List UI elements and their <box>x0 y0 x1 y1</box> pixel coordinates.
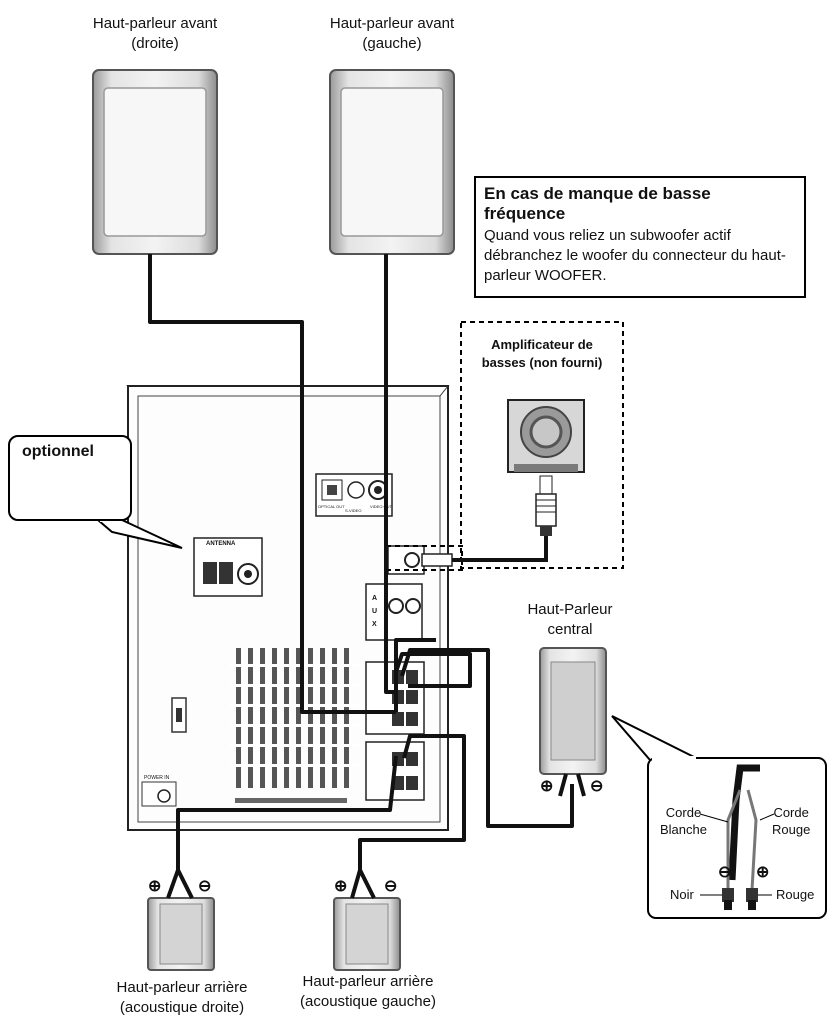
s-video-label: S-VIDEO <box>345 508 362 513</box>
aux-letter-x: X <box>372 621 377 628</box>
woofer-cable <box>394 652 472 688</box>
center-minus-sign: ⊖ <box>590 778 604 795</box>
antenna-label: ANTENNA <box>206 541 236 547</box>
rear-right-speaker-label: Haut-parleur arrière (acoustique droite) <box>82 978 282 1018</box>
rear-left-speaker <box>333 897 401 971</box>
red-terminal-label: Rouge <box>776 887 815 902</box>
detail-callout-tail <box>611 715 701 761</box>
rear-right-cable <box>166 755 398 899</box>
front-left-speaker-label: Haut-parleur avant (gauche) <box>305 14 479 54</box>
video-out-label: VIDEO OUT <box>370 504 393 509</box>
main-unit-rear <box>126 385 450 831</box>
center-label-line2: central <box>547 621 593 638</box>
center-speaker <box>539 647 607 775</box>
front-left-label-line1: Haut-parleur avant <box>329 15 455 32</box>
white-cord-label: Corde Blanche <box>660 804 707 838</box>
subwoofer-amplifier <box>460 321 624 569</box>
amplifier-label-line2: basses (non fourni) <box>481 355 603 370</box>
info-body: Quand vous reliez un subwoofer actif déb… <box>484 227 786 284</box>
front-left-speaker <box>329 69 455 255</box>
info-box: En cas de manque de basse fréquence Quan… <box>474 176 806 298</box>
black-terminal-label: Noir <box>670 887 694 902</box>
rear-right-speaker <box>147 897 215 971</box>
speaker-cables <box>148 254 586 899</box>
front-right-speaker-label: Haut-parleur avant (droite) <box>68 14 242 54</box>
red-cord-line1: Corde <box>773 805 809 820</box>
aux-label: A U X <box>372 592 377 631</box>
front-right-speaker <box>92 69 218 255</box>
rear-left-plus-sign: ⊕ <box>334 878 348 895</box>
center-plus-sign: ⊕ <box>540 778 554 795</box>
front-right-cable <box>148 254 396 714</box>
rear-left-label-line1: Haut-parleur arrière <box>302 973 434 990</box>
rear-left-minus-sign: ⊖ <box>384 878 398 895</box>
rear-left-label-line2: (acoustique gauche) <box>300 993 436 1010</box>
rear-right-minus-sign: ⊖ <box>198 878 212 895</box>
aux-letter-u: U <box>372 608 378 615</box>
amplifier-label: Amplificateur de basses (non fourni) <box>480 336 604 372</box>
detail-plus-sign: ⊕ <box>756 864 770 881</box>
red-cord-line2: Rouge <box>772 822 811 837</box>
optional-label: optionnel <box>22 443 94 460</box>
front-right-label-line1: Haut-parleur avant <box>92 15 218 32</box>
subwoofer-cable <box>452 536 548 562</box>
center-speaker-label: Haut-Parleur central <box>500 600 640 640</box>
red-cord-label: Corde Rouge <box>772 804 810 838</box>
center-cable <box>400 648 574 828</box>
detail-minus-sign: ⊖ <box>718 864 732 881</box>
optional-callout <box>8 435 132 521</box>
white-cord-line2: Blanche <box>660 822 707 837</box>
rear-right-label-line2: (acoustique droite) <box>119 999 245 1016</box>
amplifier-label-line1: Amplificateur de <box>491 337 593 352</box>
rear-right-label-line1: Haut-parleur arrière <box>116 979 248 996</box>
front-right-label-line2: (droite) <box>131 35 179 52</box>
info-title: En cas de manque de basse fréquence <box>484 184 711 223</box>
center-label-line1: Haut-Parleur <box>527 601 613 618</box>
rear-left-speaker-label: Haut-parleur arrière (acoustique gauche) <box>268 972 468 1012</box>
white-cord-line1: Corde <box>665 805 702 820</box>
aux-letter-a: A <box>372 595 378 602</box>
optical-out-label: OPTICAL OUT <box>318 504 345 509</box>
detail-wiring <box>699 764 775 910</box>
power-in-label: POWER IN <box>144 775 170 781</box>
rear-right-plus-sign: ⊕ <box>148 878 162 895</box>
front-left-label-line2: (gauche) <box>362 35 422 52</box>
